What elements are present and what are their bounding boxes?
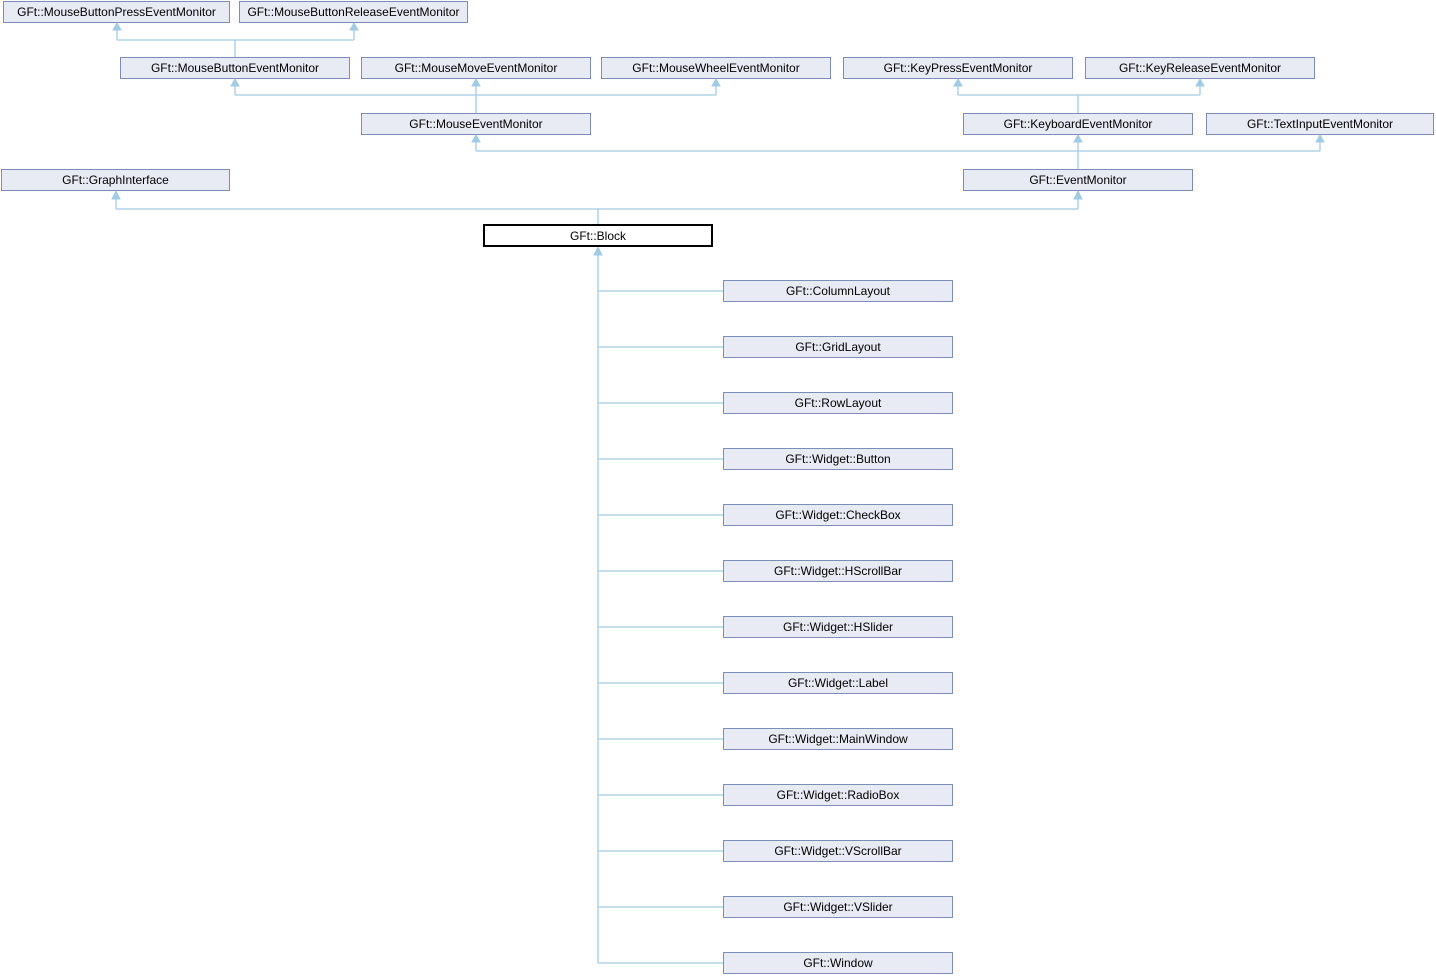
edge-mousebutton-bases (112, 21, 359, 57)
class-node-block-focal: GFt::Block (483, 224, 713, 247)
class-node-widget-hslider[interactable]: GFt::Widget::HSlider (723, 616, 953, 638)
edge-eventmonitor-bases (471, 133, 1325, 169)
class-node-mouse-wheel-event-monitor[interactable]: GFt::MouseWheelEventMonitor (601, 57, 831, 79)
arrowhead-icon (1195, 77, 1205, 87)
class-node-mouse-event-monitor[interactable]: GFt::MouseEventMonitor (361, 113, 591, 135)
class-node-widget-main-window[interactable]: GFt::Widget::MainWindow (723, 728, 953, 750)
class-node-widget-radiobox[interactable]: GFt::Widget::RadioBox (723, 784, 953, 806)
class-node-row-layout[interactable]: GFt::RowLayout (723, 392, 953, 414)
arrowhead-icon (111, 189, 121, 200)
arrowhead-icon (1315, 133, 1325, 143)
class-node-widget-hscrollbar[interactable]: GFt::Widget::HScrollBar (723, 560, 953, 582)
arrowhead-icon (593, 245, 603, 256)
class-node-mouse-move-event-monitor[interactable]: GFt::MouseMoveEventMonitor (361, 57, 591, 79)
arrowhead-icon (230, 77, 240, 87)
class-node-window[interactable]: GFt::Window (723, 952, 953, 974)
class-node-mouse-button-release-event-monitor[interactable]: GFt::MouseButtonReleaseEventMonitor (239, 1, 468, 23)
edge-block-derived (593, 245, 723, 964)
class-node-text-input-event-monitor[interactable]: GFt::TextInputEventMonitor (1206, 113, 1434, 135)
arrowhead-icon (471, 133, 481, 143)
class-node-keyboard-event-monitor[interactable]: GFt::KeyboardEventMonitor (963, 113, 1193, 135)
arrowhead-icon (953, 77, 963, 87)
edge-keyboard-bases (953, 77, 1205, 113)
arrowhead-icon (349, 21, 359, 31)
class-node-mouse-button-event-monitor[interactable]: GFt::MouseButtonEventMonitor (120, 57, 350, 79)
edge-block-bases (111, 189, 1083, 224)
class-node-widget-vslider[interactable]: GFt::Widget::VSlider (723, 896, 953, 918)
class-node-widget-button[interactable]: GFt::Widget::Button (723, 448, 953, 470)
class-node-key-press-event-monitor[interactable]: GFt::KeyPressEventMonitor (843, 57, 1073, 79)
class-node-graph-interface[interactable]: GFt::GraphInterface (1, 169, 230, 191)
class-node-event-monitor[interactable]: GFt::EventMonitor (963, 169, 1193, 191)
class-node-widget-label[interactable]: GFt::Widget::Label (723, 672, 953, 694)
edge-mouse-bases (230, 77, 721, 113)
class-node-widget-vscrollbar[interactable]: GFt::Widget::VScrollBar (723, 840, 953, 862)
class-node-mouse-button-press-event-monitor[interactable]: GFt::MouseButtonPressEventMonitor (3, 1, 230, 23)
arrowhead-icon (112, 21, 122, 31)
arrowhead-icon (711, 77, 721, 87)
arrowhead-icon (471, 77, 481, 87)
class-node-column-layout[interactable]: GFt::ColumnLayout (723, 280, 953, 302)
arrowhead-icon (1073, 189, 1083, 200)
class-node-grid-layout[interactable]: GFt::GridLayout (723, 336, 953, 358)
arrowhead-icon (1073, 133, 1083, 143)
class-node-key-release-event-monitor[interactable]: GFt::KeyReleaseEventMonitor (1085, 57, 1315, 79)
class-node-widget-checkbox[interactable]: GFt::Widget::CheckBox (723, 504, 953, 526)
